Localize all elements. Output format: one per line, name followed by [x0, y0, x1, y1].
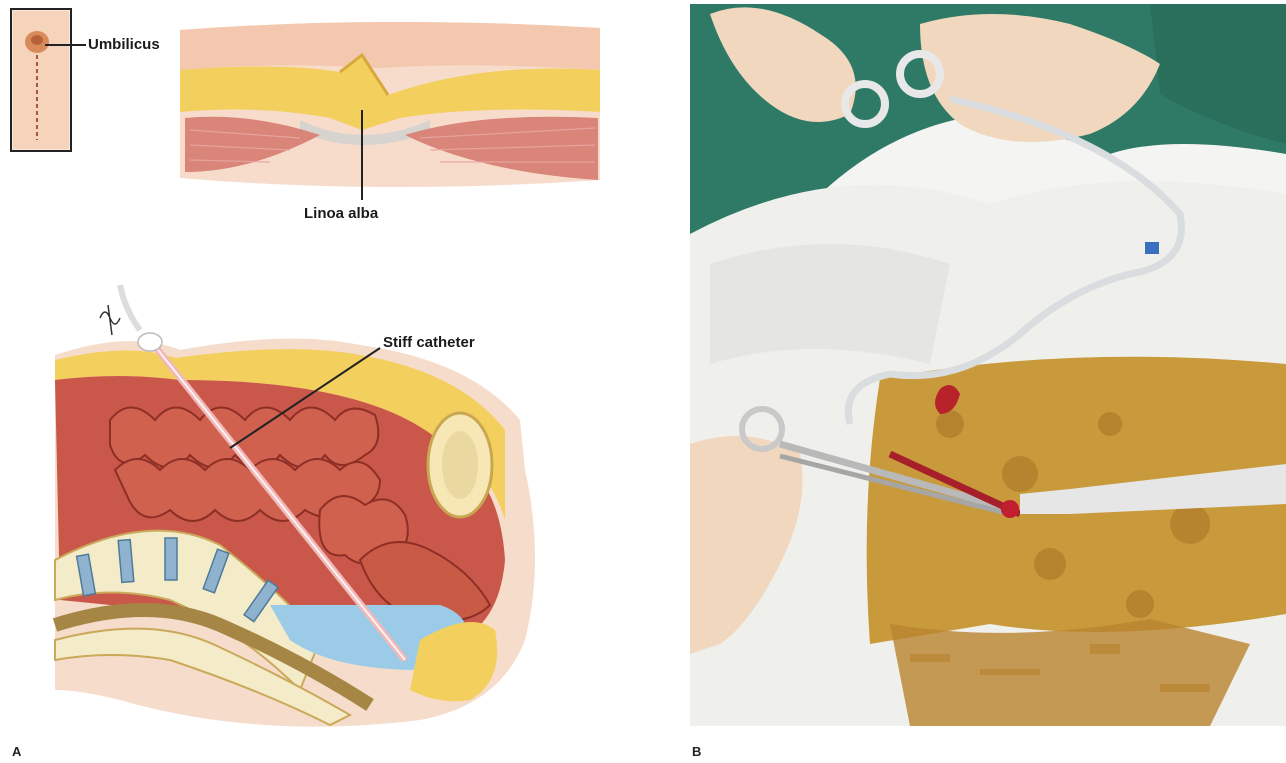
- anatomy-illustration: [0, 0, 680, 763]
- panel-letter-b: B: [692, 744, 701, 759]
- linea-alba-label: Linoa alba: [304, 205, 378, 222]
- panel-b-photo: [690, 4, 1286, 726]
- umbilicus-inset: [11, 9, 86, 151]
- procedure-photo: [690, 4, 1286, 726]
- stiff-catheter-label: Stiff catheter: [383, 334, 475, 351]
- panel-letter-a: A: [12, 744, 21, 759]
- umbilicus-label: Umbilicus: [88, 36, 160, 53]
- sagittal-abdomen-section: [55, 285, 535, 727]
- abdominal-wall-cross-section: [180, 22, 600, 200]
- panel-a-illustration: Umbilicus Linoa alba Stiff catheter A: [0, 0, 680, 763]
